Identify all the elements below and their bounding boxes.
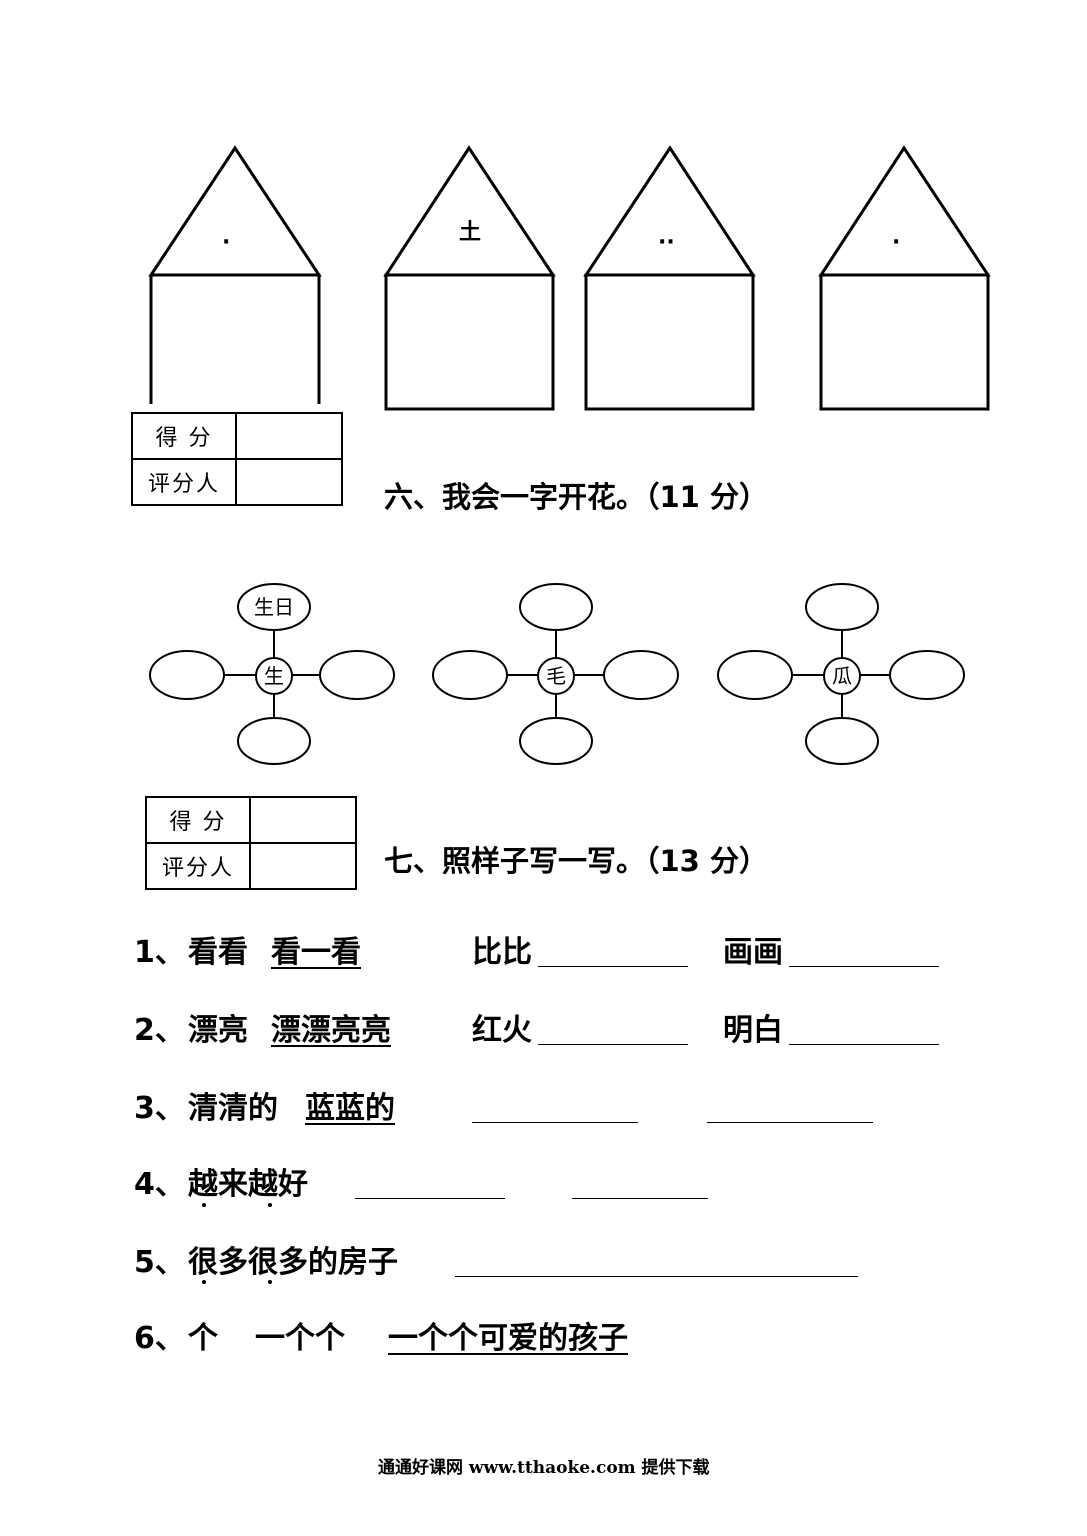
house-3-mark: ·· bbox=[658, 230, 675, 255]
item-5-word: 很多很多的房子 bbox=[188, 1245, 398, 1280]
score-field[interactable] bbox=[249, 796, 357, 844]
item-2-example: 漂漂亮亮 bbox=[271, 1013, 391, 1048]
house-4-mark: · bbox=[892, 230, 901, 255]
emphasis-dot bbox=[202, 1280, 206, 1284]
item-2-answer-1[interactable] bbox=[538, 1044, 688, 1045]
item-4-answer-2[interactable] bbox=[572, 1198, 708, 1199]
item-6-num: 6、 bbox=[134, 1321, 185, 1356]
item-3-answer-1[interactable] bbox=[472, 1122, 638, 1123]
house-4 bbox=[818, 145, 991, 411]
score-table-section7: 得 分 评分人 bbox=[145, 796, 357, 890]
emphasis-dot bbox=[268, 1280, 272, 1284]
item-6-example: 一个个可爱的孩子 bbox=[388, 1321, 628, 1356]
item-1-word: 看看 bbox=[188, 935, 248, 970]
item-3-num: 3、 bbox=[134, 1091, 185, 1126]
item-1-num: 1、 bbox=[134, 935, 185, 970]
flower-3-center-char: 瓜 bbox=[832, 664, 852, 688]
item-2-prompt1: 红火 bbox=[472, 1013, 532, 1048]
item-5-num: 5、 bbox=[134, 1245, 185, 1280]
item-2-prompt2: 明白 bbox=[723, 1013, 783, 1048]
item-1-example: 看一看 bbox=[271, 935, 361, 970]
score-table-section6: 得 分 评分人 bbox=[131, 412, 343, 506]
item-1-answer-1[interactable] bbox=[538, 966, 688, 967]
item-3-word: 清清的 bbox=[188, 1091, 278, 1126]
item-3-answer-2[interactable] bbox=[707, 1122, 873, 1123]
item-1-prompt1: 比比 bbox=[472, 935, 532, 970]
house-3 bbox=[583, 145, 756, 411]
item-6-word: 个 bbox=[188, 1321, 218, 1356]
flower-2-center-char: 毛 bbox=[546, 664, 566, 688]
item-4-num: 4、 bbox=[134, 1167, 185, 1202]
emphasis-dot bbox=[268, 1203, 272, 1207]
flower-1-top-word: 生日 bbox=[254, 595, 294, 619]
house-1 bbox=[148, 145, 322, 404]
house-2 bbox=[383, 145, 556, 411]
item-4-answer-1[interactable] bbox=[355, 1198, 505, 1199]
house-2-mark: 土 bbox=[459, 220, 482, 245]
flower-2 bbox=[432, 583, 679, 765]
grader-field[interactable] bbox=[235, 458, 343, 506]
item-5-answer[interactable] bbox=[455, 1276, 858, 1277]
flower-1 bbox=[149, 583, 395, 765]
item-4-word: 越来越好 bbox=[188, 1167, 308, 1202]
score-label: 得 分 bbox=[145, 796, 251, 844]
footer-credit: 通通好课网 www.tthaoke.com 提供下载 bbox=[378, 1458, 710, 1478]
item-2-word: 漂亮 bbox=[188, 1013, 248, 1048]
grader-label: 评分人 bbox=[145, 842, 251, 890]
section7-heading: 七、照样子写一写。（13 分） bbox=[384, 844, 768, 878]
item-3-example: 蓝蓝的 bbox=[305, 1091, 395, 1126]
item-1-answer-2[interactable] bbox=[789, 966, 939, 967]
item-6-word2: 一个个 bbox=[255, 1321, 345, 1356]
grader-label: 评分人 bbox=[131, 458, 237, 506]
flower-1-center-char: 生 bbox=[264, 664, 284, 688]
score-label: 得 分 bbox=[131, 412, 237, 460]
section6-heading: 六、我会一字开花。（11 分） bbox=[384, 480, 768, 514]
score-field[interactable] bbox=[235, 412, 343, 460]
item-1-prompt2: 画画 bbox=[723, 935, 783, 970]
item-2-answer-2[interactable] bbox=[789, 1044, 939, 1045]
emphasis-dot bbox=[202, 1203, 206, 1207]
house-1-mark: · bbox=[222, 230, 231, 255]
item-2-num: 2、 bbox=[134, 1013, 185, 1048]
grader-field[interactable] bbox=[249, 842, 357, 890]
flower-3 bbox=[717, 583, 965, 765]
